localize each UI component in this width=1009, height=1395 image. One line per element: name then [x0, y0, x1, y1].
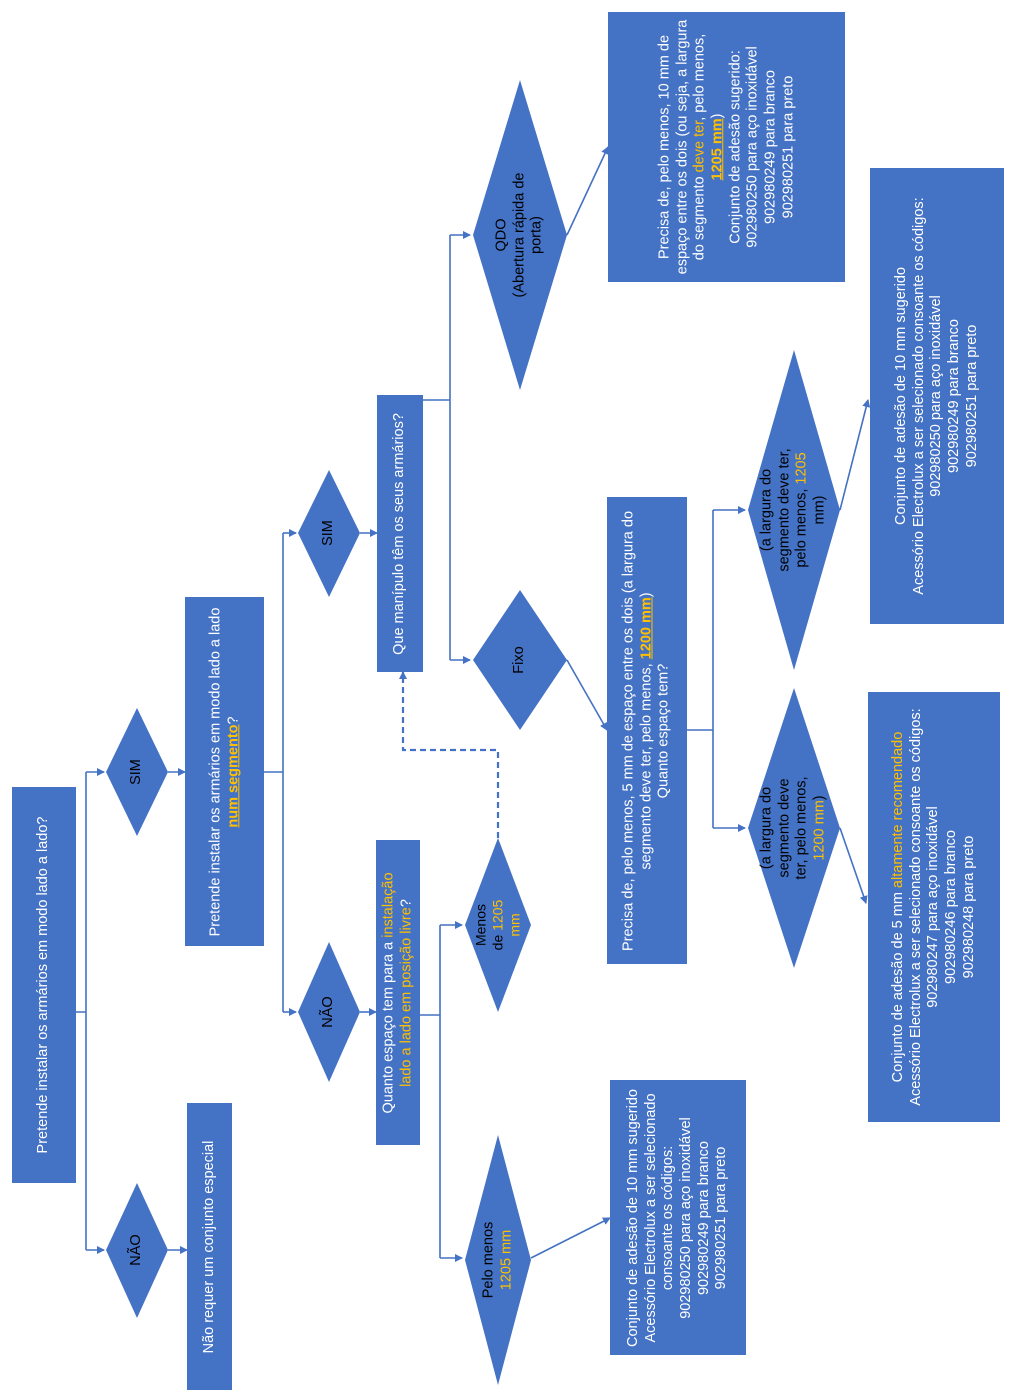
diamond-1205	[748, 350, 840, 670]
question-handle-type-text: Que manípulo têm os seus armários?	[391, 412, 408, 655]
label-segment-no: NÃO	[320, 996, 337, 1028]
connector-space	[420, 925, 441, 1258]
diamond-main-no	[106, 1183, 168, 1318]
question-fixo-space-text: Precisa de, pelo menos, 5 mm de espaço e…	[620, 510, 672, 951]
label-segment-yes: SIM	[320, 520, 337, 546]
connector-handle	[423, 235, 451, 660]
question-side-by-side-text: Pretende instalar os armários em modo la…	[35, 816, 52, 1154]
result-no-special: Não requer um conjunto especial	[187, 1103, 232, 1390]
question-side-by-side: Pretende instalar os armários em modo la…	[12, 787, 76, 1183]
diamond-less-1205	[465, 838, 531, 1012]
diamond-at-least-1205	[465, 1135, 531, 1385]
question-fixo-space: Precisa de, pelo menos, 5 mm de espaço e…	[607, 497, 687, 964]
result-5mm: Conjunto de adesão de 5 mm altamente rec…	[868, 692, 1000, 1122]
diamond-fixo	[473, 590, 567, 730]
diamond-main-yes	[106, 708, 168, 836]
result-no-special-text: Não requer um conjunto especial	[200, 1140, 217, 1353]
diamond-qdo	[473, 80, 567, 390]
question-segment-text: Pretende instalar os armários em modo la…	[206, 607, 241, 936]
diamond-1200	[748, 688, 840, 968]
label-main-yes: SIM	[128, 759, 145, 785]
arrow-fixo-space	[566, 659, 608, 731]
arrow-1205-result	[839, 399, 871, 511]
connector-fixo-space	[687, 510, 714, 828]
label-main-no: NÃO	[128, 1234, 145, 1266]
result-5mm-text: Conjunto de adesão de 5 mm altamente rec…	[889, 708, 977, 1106]
arrow-qdo-result	[566, 146, 609, 236]
diamond-segment-no	[298, 942, 360, 1082]
connector-segment	[264, 533, 284, 1012]
dashed-link-less-to-handle	[399, 671, 500, 838]
arrow-1200-result	[839, 827, 868, 904]
arrow-atleast-result	[530, 1217, 611, 1259]
question-segment: Pretende instalar os armários em modo la…	[185, 597, 264, 946]
question-handle-type: Que manípulo têm os seus armários?	[377, 395, 423, 672]
label-fixo: Fixo	[511, 646, 528, 674]
connector-main	[76, 772, 87, 1250]
diamond-segment-yes	[298, 470, 360, 597]
